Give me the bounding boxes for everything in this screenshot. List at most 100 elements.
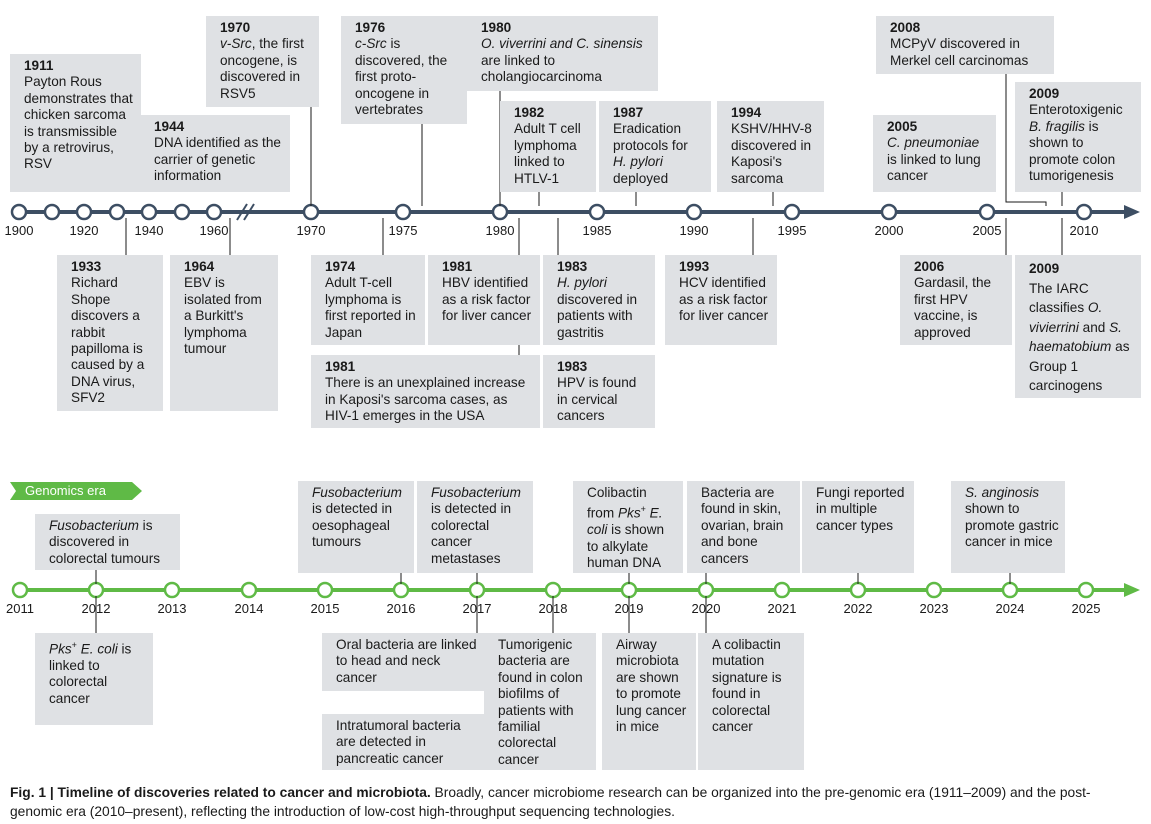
event-text: is detected in colorectal cancer metasta… <box>431 501 512 566</box>
event-text: Fungi reported in multiple cancer types <box>816 485 905 533</box>
axis-year-label: 1985 <box>582 223 612 238</box>
event-text: is discovered in colorectal tumours <box>49 518 161 566</box>
axis-year-label: 2011 <box>6 601 34 616</box>
event-text-italic: C. pneumoniae <box>887 135 980 151</box>
timeline-dot <box>302 203 320 221</box>
event-year: 1994 <box>731 105 762 120</box>
event-text-italic: S. anginosis <box>965 485 1040 500</box>
event-text: Airway microbiota are shown to promote l… <box>616 637 687 735</box>
event-year: 2008 <box>890 20 921 35</box>
event-text: Adult T-cell lymphoma is first reported … <box>325 275 416 340</box>
axis-year-label: 2021 <box>767 601 797 616</box>
axis-year-label: 1900 <box>4 223 34 238</box>
timeline-dot <box>620 581 638 599</box>
timeline-dot <box>43 203 61 221</box>
axis-year-label: 1995 <box>777 223 807 238</box>
event-text: shown to promote gastric cancer in mice <box>965 501 1059 550</box>
event-text: is shown to promote colon tumorigenesis <box>1029 118 1116 184</box>
event-2009-bfragilis: 2009 Enterotoxigenic B. fragilis is show… <box>1015 82 1141 192</box>
event-1982: 1982 Adult T cell lymphoma linked to HTL… <box>500 101 596 192</box>
event-text-italic: H. pylori <box>557 275 607 291</box>
post-event-2012-fuso: Fusobacterium is discovered in colorecta… <box>35 514 180 570</box>
event-year: 1911 <box>24 58 54 73</box>
timeline-dot <box>880 203 898 221</box>
event-text: Richard Shope discovers a rabbit papillo… <box>71 275 145 406</box>
event-year: 2009 <box>1029 86 1060 101</box>
timeline-dot <box>240 581 258 599</box>
axis-year-label: 2024 <box>995 601 1025 616</box>
event-text-italic: B. fragilis <box>1029 118 1085 134</box>
event-text: The IARC classifies <box>1029 280 1089 316</box>
event-1993: 1993 HCV identified as a risk factor for… <box>665 255 777 345</box>
axis-year-label: 2014 <box>234 601 264 616</box>
event-1983-hpv: 1983 HPV is found in cervical cancers <box>543 355 655 428</box>
axis-year-label: 2015 <box>310 601 340 616</box>
event-text-italic: H. pylori <box>613 154 663 170</box>
event-text: is discovered, the first proto-oncogene … <box>355 36 448 118</box>
event-text: Bacteria are found in skin, ovarian, bra… <box>701 485 784 566</box>
event-text: A colibactin mutation signature is found… <box>712 637 782 735</box>
axis-year-label: 2018 <box>538 601 568 616</box>
timeline-dot <box>87 581 105 599</box>
event-text: HCV identified as a risk factor for live… <box>679 275 769 324</box>
event-1983-hpylori: 1983 H. pylori discovered in patients wi… <box>543 255 655 345</box>
event-text-italic: Fusobacterium <box>312 485 402 500</box>
event-2006: 2006 Gardasil, the first HPV vaccine, is… <box>900 255 1012 345</box>
event-text: DNA identified as the carrier of genetic… <box>154 135 281 184</box>
timeline-dot <box>468 581 486 599</box>
post-event-2017-oral: Oral bacteria are linked to head and nec… <box>322 633 484 691</box>
event-text-italic: c-Src <box>355 36 387 52</box>
timeline-dot <box>1077 581 1095 599</box>
axis-year-label: 2016 <box>386 601 416 616</box>
timeline-dot <box>491 203 509 221</box>
post-event-2018: Tumorigenic bacteria are found in colon … <box>484 633 596 770</box>
event-text: Colibactin from <box>587 485 647 521</box>
axis-year-label: 2000 <box>874 223 904 238</box>
caption-text: Broadly, cancer microbiome research can … <box>10 785 1091 819</box>
axis-year-label: 1960 <box>199 223 229 238</box>
event-text: Enterotoxigenic <box>1029 102 1123 118</box>
figure-caption: Fig. 1 | Timeline of discoveries related… <box>10 783 1130 821</box>
post-event-2024: S. anginosis shown to promote gastric ca… <box>951 481 1065 573</box>
event-year: 1982 <box>514 105 545 120</box>
event-text-italic: Fusobacterium <box>431 485 521 500</box>
event-year: 1944 <box>154 119 185 134</box>
axis-year-label: 2025 <box>1071 601 1101 616</box>
timeline-dot <box>544 581 562 599</box>
axis-year-label: 2010 <box>1069 223 1099 238</box>
event-text-italic: v-Src <box>220 36 252 52</box>
event-text: Adult T cell lymphoma linked to HTLV-1 <box>514 121 581 186</box>
era-label: Genomics era <box>25 483 106 498</box>
timeline-dot <box>925 581 943 599</box>
event-text: Oral bacteria are linked to head and nec… <box>336 637 477 685</box>
genomics-era-tag: Genomics era <box>10 482 142 500</box>
event-text: deployed <box>613 170 669 186</box>
superscript: + <box>640 504 646 515</box>
axis-year-label: 2013 <box>157 601 187 616</box>
timeline-dot <box>10 203 28 221</box>
timeline-dot <box>394 203 412 221</box>
timeline-dot <box>140 203 158 221</box>
event-text-italic: O. viverrini and C. sinensis <box>481 36 643 52</box>
event-text: is shown to alkylate human DNA <box>587 522 665 571</box>
event-1974: 1974 Adult T-cell lymphoma is first repo… <box>311 255 425 345</box>
event-1944: 1944 DNA identified as the carrier of ge… <box>140 115 290 192</box>
event-year: 1980 <box>481 20 512 35</box>
event-text: There is an unexplained increase in Kapo… <box>325 375 526 424</box>
post-event-2016: Fusobacterium is detected in oesophageal… <box>298 481 414 573</box>
event-text: is detected in oesophageal tumours <box>312 501 393 550</box>
event-text: Intratumoral bacteria are detected in pa… <box>336 718 461 766</box>
caption-title: Fig. 1 | Timeline of discoveries related… <box>10 785 431 800</box>
event-2008: 2008 MCPyV discovered in Merkel cell car… <box>876 16 1054 74</box>
event-1933: 1933 Richard Shope discovers a rabbit pa… <box>57 255 163 411</box>
event-1911: 1911 Payton Rous demonstrates that chick… <box>10 54 141 192</box>
timeline-dot <box>108 203 126 221</box>
timeline-dot <box>75 203 93 221</box>
event-year: 2009 <box>1029 261 1060 276</box>
post-event-2019-colibactin: Colibactin from Pks+ E. coli is shown to… <box>573 481 683 573</box>
timeline-dot <box>685 203 703 221</box>
timeline-dot <box>173 203 191 221</box>
post-event-2017: Fusobacterium is detected in colorectal … <box>417 481 533 573</box>
axis-year-label: 1970 <box>296 223 326 238</box>
event-text-italic: S. haematobium <box>1029 319 1122 355</box>
